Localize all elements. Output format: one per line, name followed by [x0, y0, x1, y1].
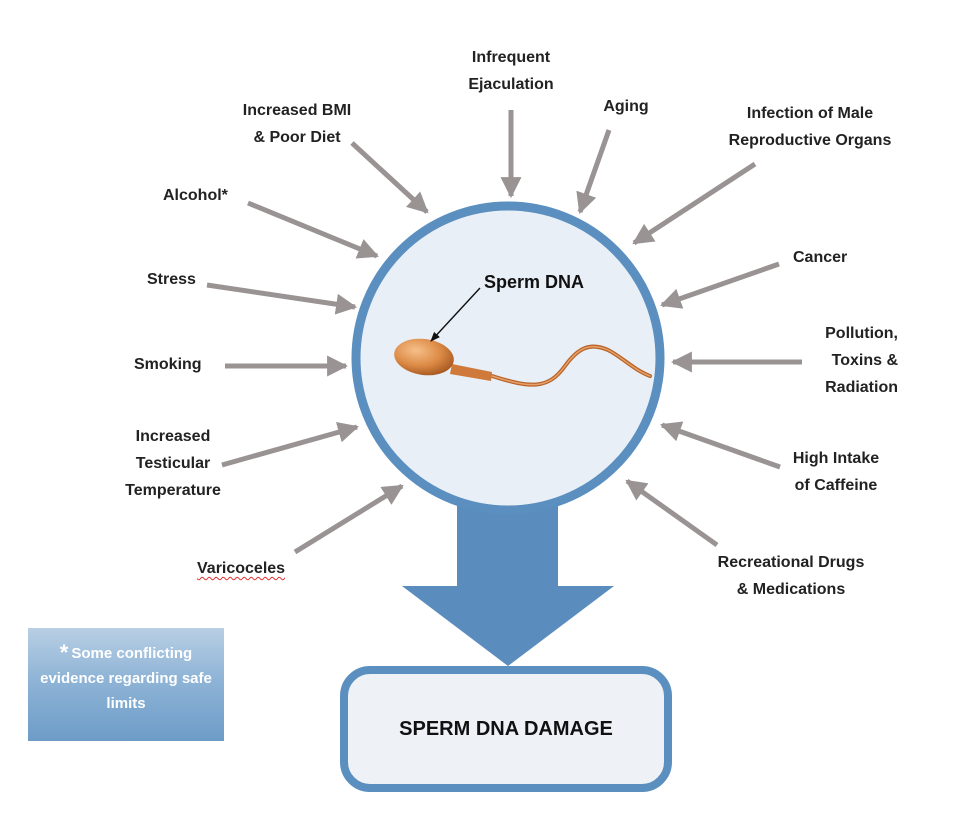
- arrow-varicoceles: [293, 483, 404, 555]
- factor-aging: Aging: [596, 93, 656, 120]
- factor-pollution: Pollution, Toxins & Radiation: [790, 320, 898, 401]
- factor-line: High Intake: [792, 450, 880, 467]
- factor-line: & Medications: [736, 581, 846, 598]
- factor-line: Radiation: [825, 379, 898, 396]
- sperm-dna-pointer: [430, 287, 481, 342]
- factor-line: Aging: [603, 98, 649, 115]
- factor-smoking: Smoking: [134, 351, 202, 378]
- sperm-dna-label: Sperm DNA: [484, 272, 585, 292]
- factor-line: Recreational Drugs: [717, 554, 865, 571]
- arrow-infection: [632, 161, 757, 246]
- big-down-arrow: [402, 500, 614, 666]
- factor-line: of Caffeine: [794, 477, 878, 494]
- factor-line: Toxins &: [831, 352, 898, 369]
- factor-line: Varicoceles: [197, 560, 286, 577]
- factor-varicoceles: Varicoceles: [197, 555, 285, 582]
- damage-text: SPERM DNA DAMAGE: [399, 717, 613, 740]
- damage-label: SPERM DNA DAMAGE: [344, 670, 668, 788]
- factor-testicular-temp: Increased Testicular Temperature: [113, 423, 233, 504]
- factor-alcohol: Alcohol*: [163, 182, 228, 209]
- arrow-stress: [206, 282, 358, 315]
- footnote-box: *Some conflicting evidence regarding saf…: [28, 628, 224, 741]
- factor-line: Ejaculation: [468, 76, 554, 93]
- arrow-testicular-temp: [221, 422, 360, 468]
- footnote-text: Some conflicting evidence regarding safe…: [40, 645, 212, 712]
- arrow-drugs: [625, 478, 719, 548]
- arrow-increased-bmi: [350, 141, 429, 214]
- sperm-illustration: [394, 338, 652, 387]
- factor-cancer: Cancer: [793, 244, 847, 271]
- factor-line: Infection of Male: [746, 105, 874, 122]
- asterisk-glyph: *: [59, 640, 69, 665]
- arrow-cancer: [660, 261, 780, 309]
- factor-line: Temperature: [125, 482, 221, 499]
- factor-infrequent-ejaculation: Infrequent Ejaculation: [452, 44, 570, 98]
- factor-line: & Poor Diet: [253, 129, 341, 146]
- factor-drugs: Recreational Drugs & Medications: [703, 549, 879, 603]
- factor-increased-bmi: Increased BMI & Poor Diet: [220, 97, 374, 151]
- factor-infection: Infection of Male Reproductive Organs: [715, 100, 905, 154]
- factor-line: Reproductive Organs: [728, 132, 892, 149]
- factor-line: Smoking: [134, 356, 202, 373]
- factor-line: Stress: [147, 271, 196, 288]
- factor-line: Alcohol*: [163, 187, 228, 204]
- sperm-dna-circle: [351, 201, 665, 515]
- factor-line: Pollution,: [825, 325, 898, 342]
- arrow-caffeine: [660, 421, 781, 470]
- factor-stress: Stress: [147, 266, 196, 293]
- factor-line: Increased BMI: [242, 102, 352, 119]
- arrow-alcohol: [247, 200, 379, 259]
- factor-line: Testicular: [135, 455, 211, 472]
- arrow-aging: [576, 129, 612, 214]
- factor-line: Infrequent: [471, 49, 551, 66]
- factor-line: Cancer: [793, 249, 848, 266]
- factor-line: Increased: [135, 428, 211, 445]
- factor-caffeine: High Intake of Caffeine: [778, 445, 894, 499]
- damage-box: [340, 666, 672, 792]
